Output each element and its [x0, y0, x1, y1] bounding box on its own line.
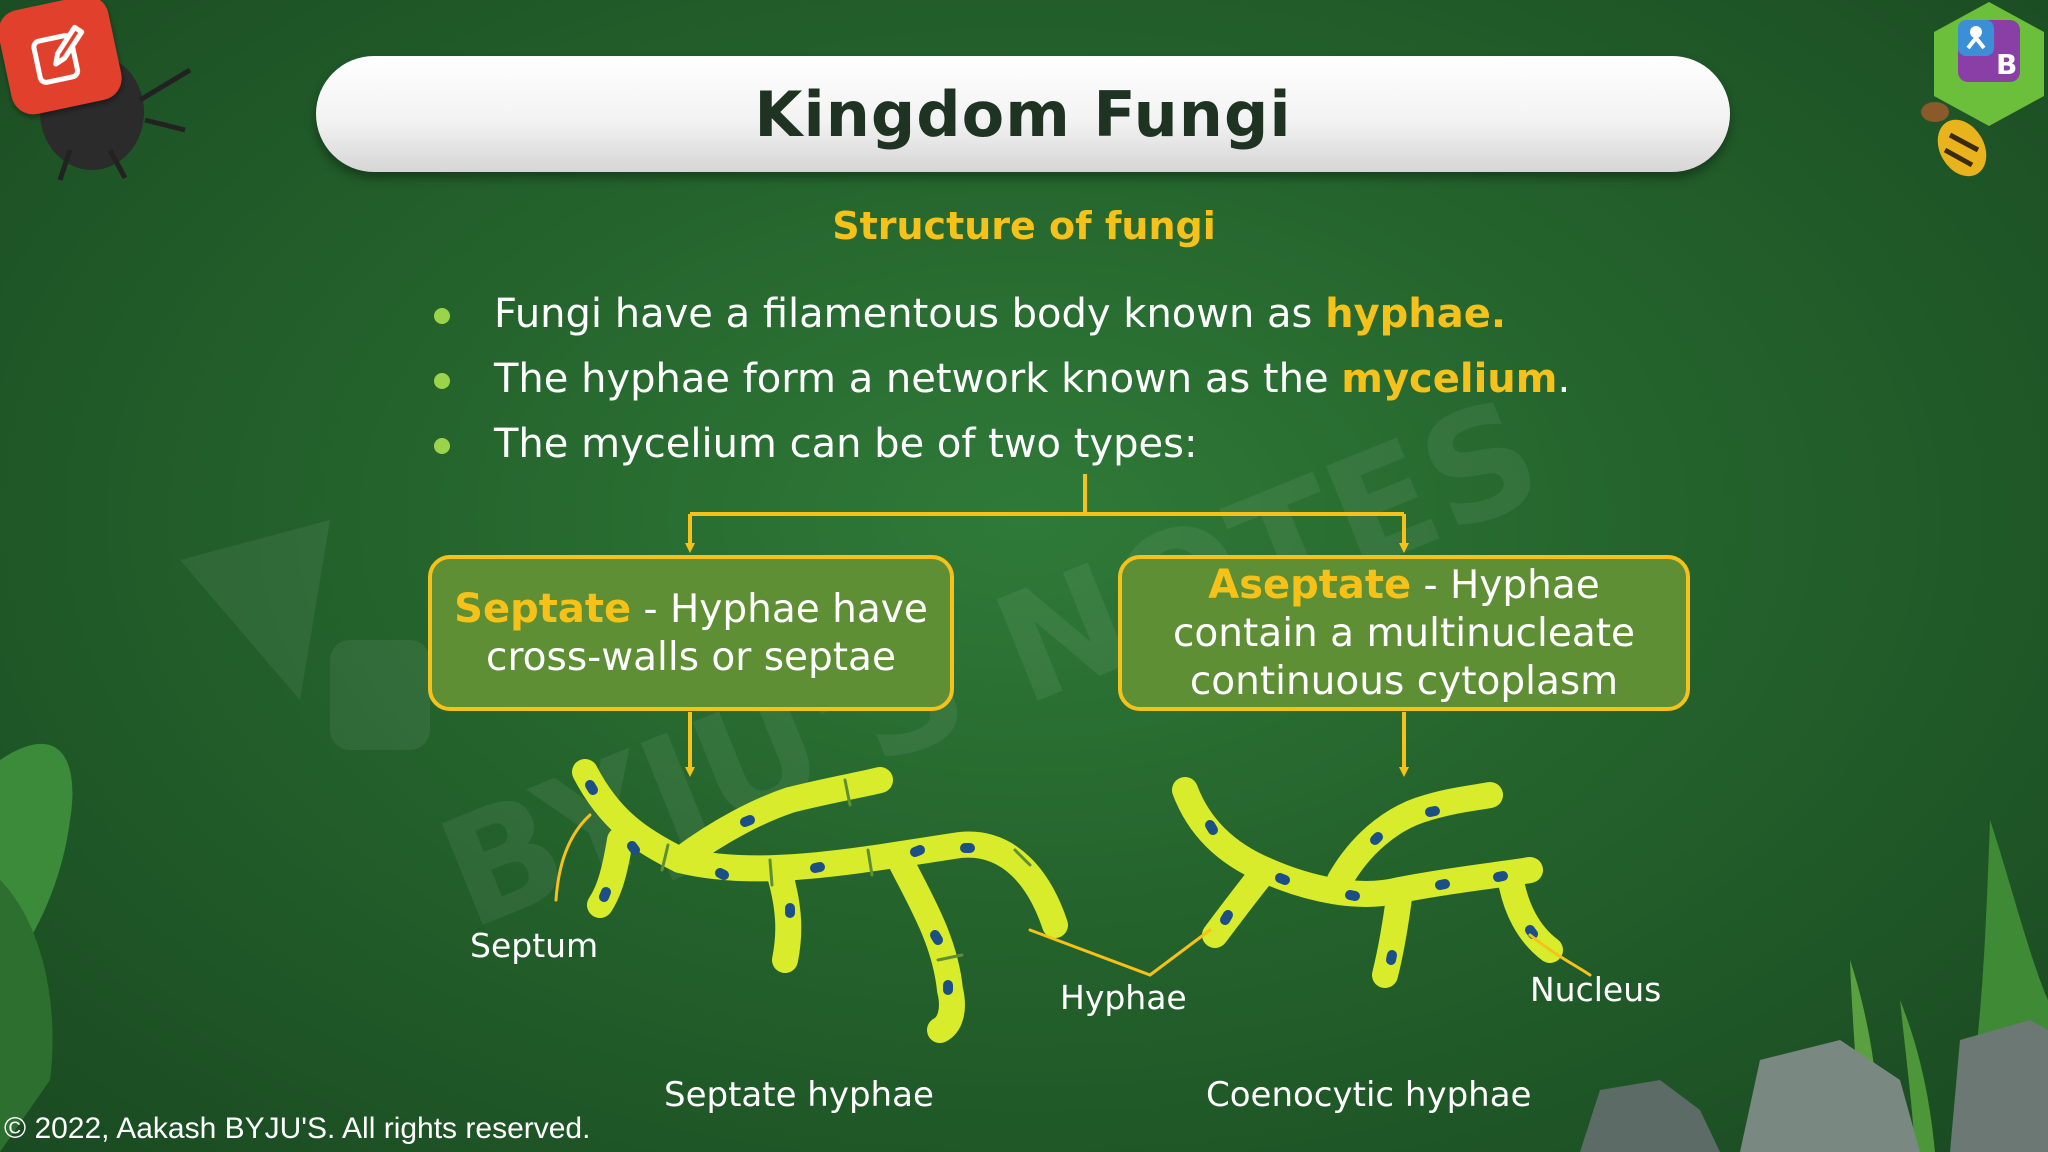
aseptate-line1: Aseptate - Hyphae	[1208, 561, 1600, 610]
septate-box: Septate - Hyphae have cross-walls or sep…	[428, 555, 954, 711]
svg-text:B: B	[1996, 48, 2017, 81]
byjus-logo-icon[interactable]: B	[1930, 0, 2048, 128]
septate-desc-2: cross-walls or septae	[486, 634, 896, 680]
hyphae-label: Hyphae	[1060, 978, 1187, 1017]
section-subtitle: Structure of fungi	[832, 204, 1216, 248]
septate-hyphae-illustration	[554, 759, 1068, 1043]
aseptate-box: Aseptate - Hyphae contain a multinucleat…	[1118, 555, 1690, 711]
bullet-text: Fungi have a filamentous body known as	[494, 291, 1326, 337]
aseptate-term: Aseptate	[1208, 561, 1412, 608]
septate-hyphae-caption: Septate hyphae	[664, 1075, 934, 1115]
septate-term: Septate	[454, 585, 632, 632]
bullet-dot-icon	[434, 438, 450, 454]
septum-label: Septum	[470, 926, 599, 965]
septate-line1: Septate - Hyphae have	[454, 585, 928, 634]
coenocytic-hyphae-illustration	[1028, 777, 1592, 988]
bullet-highlight: hyphae.	[1325, 291, 1507, 337]
nucleus-pointer-line	[1528, 933, 1592, 977]
title-bar: Kingdom Fungi	[316, 56, 1730, 172]
aseptate-desc-1: - Hyphae	[1411, 562, 1600, 608]
septate-desc-1: - Hyphae have	[631, 586, 928, 632]
bullet-item: Fungi have a filamentous body known as h…	[430, 286, 1730, 351]
bee-decoration	[1921, 102, 1987, 177]
nucleus-label: Nucleus	[1530, 970, 1662, 1009]
bullet-dot-icon	[434, 373, 450, 389]
bullet-item: The mycelium can be of two types:	[430, 416, 1730, 481]
edit-pencil-icon	[31, 24, 85, 85]
bullet-text: The hyphae form a network known as the	[494, 356, 1342, 402]
copyright-notice: © 2022, Aakash BYJU'S. All rights reserv…	[4, 1112, 591, 1145]
bullet-highlight: mycelium	[1341, 356, 1558, 402]
coenocytic-hyphae-caption: Coenocytic hyphae	[1206, 1075, 1532, 1115]
bullet-text: The mycelium can be of two types:	[494, 421, 1198, 467]
page-title: Kingdom Fungi	[754, 77, 1292, 151]
hyphae-pointer-line	[1028, 928, 1212, 977]
aseptate-desc-2: contain a multinucleate	[1172, 610, 1636, 656]
plants-right-decoration	[1580, 820, 2048, 1152]
edit-button[interactable]	[0, 0, 126, 119]
aseptate-desc-3: continuous cytoplasm	[1189, 658, 1619, 704]
bullet-dot-icon	[434, 308, 450, 324]
leaves-left-decoration	[0, 743, 73, 1152]
connector-lines	[685, 474, 1409, 777]
bullet-list: Fungi have a filamentous body known as h…	[430, 286, 1730, 481]
bullet-suffix: .	[1557, 356, 1571, 402]
bullet-item: The hyphae form a network known as the m…	[430, 351, 1730, 416]
